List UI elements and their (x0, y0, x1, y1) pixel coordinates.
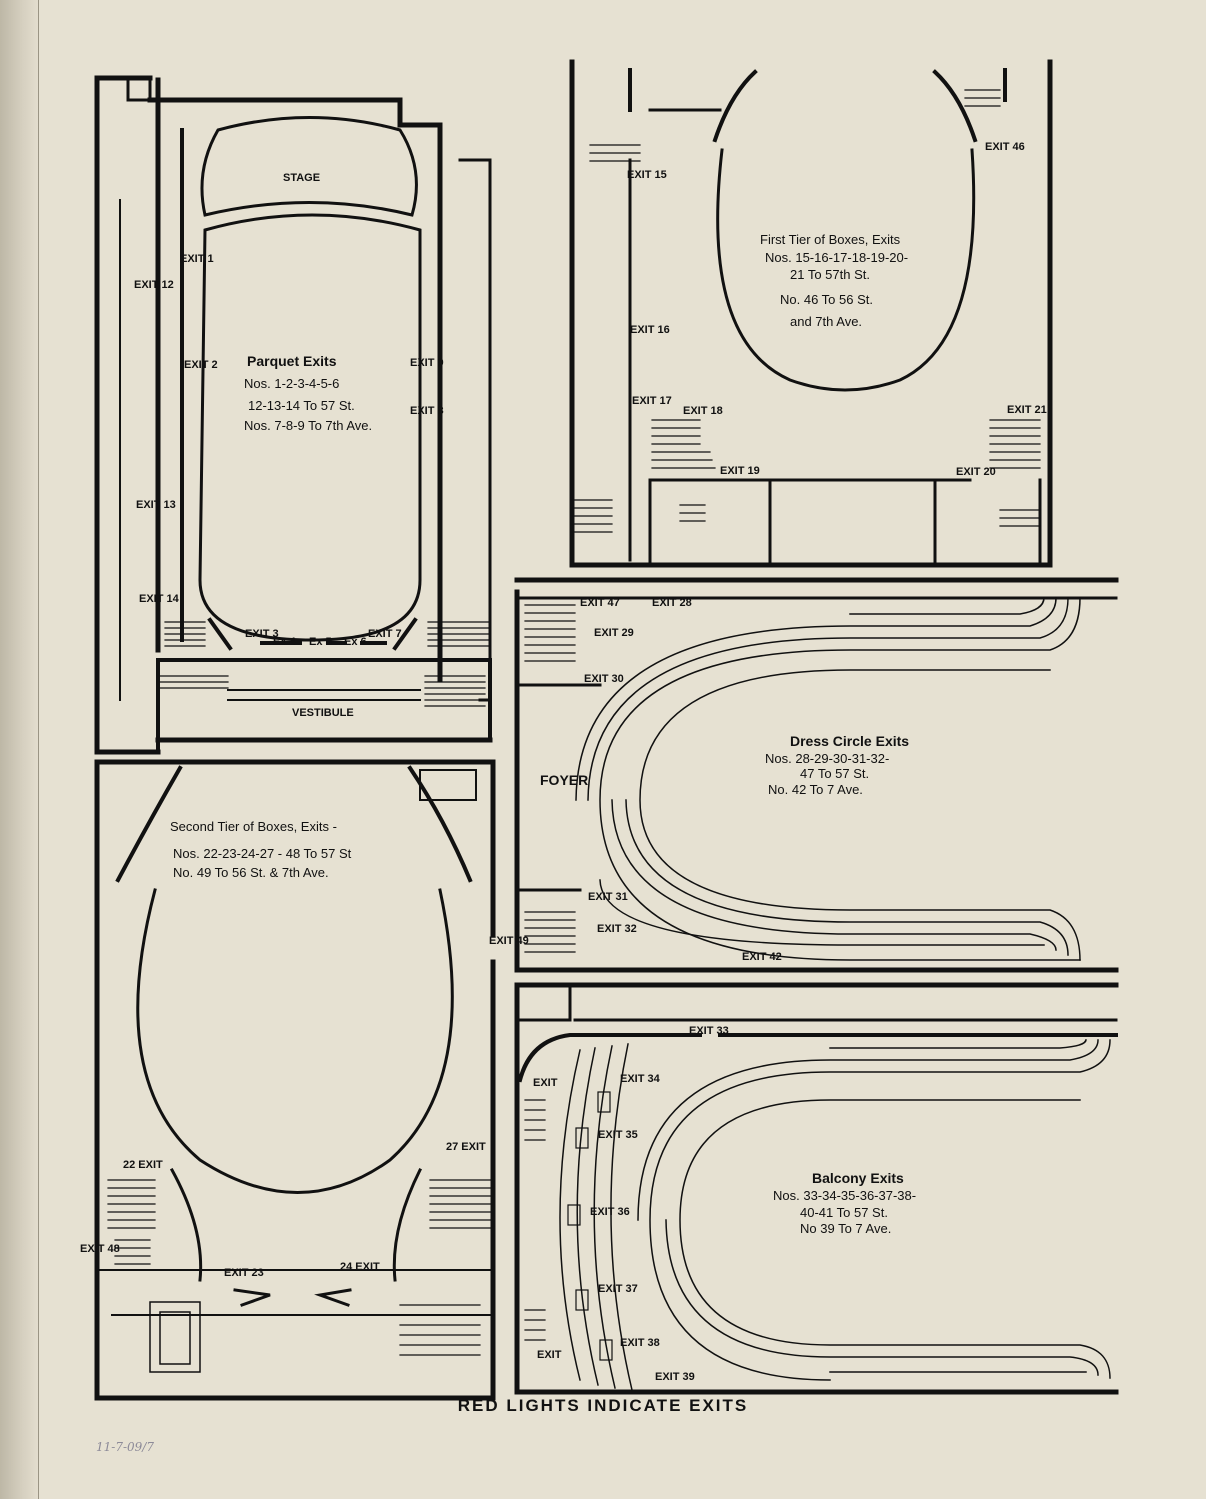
first-tier-line4: and 7th Ave. (790, 314, 862, 329)
exit-36-label: EXIT 36 (590, 1206, 630, 1218)
dress-circle-line1: Nos. 28-29-30-31-32- (765, 751, 889, 766)
exit-29-label: EXIT 29 (594, 627, 634, 639)
exit-1-label: EXIT 1 (180, 253, 214, 265)
second-tier-line1: Nos. 22-23-24-27 - 48 To 57 St (173, 846, 352, 861)
exit-28-label: EXIT 28 (652, 597, 692, 609)
parquet-plan (94, 75, 493, 755)
balcony-line1: Nos. 33-34-35-36-37-38- (773, 1188, 916, 1203)
exit-18-label: EXIT 18 (683, 405, 723, 417)
exit-27-label: 27 EXIT (446, 1141, 486, 1153)
exit-4-label: Ex 4 (273, 636, 297, 648)
exit-3-label: EXIT 3 (245, 628, 279, 640)
stage-label: STAGE (283, 172, 320, 184)
first-tier-line3: No. 46 To 56 St. (780, 292, 873, 307)
dress-circle-line3: No. 42 To 7 Ave. (768, 782, 863, 797)
parquet-line3: Nos. 7-8-9 To 7th Ave. (244, 418, 372, 433)
pencil-annotation: 11-7-09/7 (96, 1440, 154, 1454)
exit-unnumbered-upper: EXIT (533, 1077, 558, 1089)
parquet-line2: 12-13-14 To 57 St. (248, 398, 355, 413)
exit-37-label: EXIT 37 (598, 1283, 638, 1295)
exit-33-label: EXIT 33 (689, 1025, 729, 1037)
exit-38-label: EXIT 38 (620, 1337, 660, 1349)
exit-48-label: EXIT 48 (80, 1243, 120, 1255)
exit-19-label: EXIT 19 (720, 465, 760, 477)
exit-7-label: EXIT 7 (368, 628, 402, 640)
exit-2-label: EXIT 2 (184, 359, 218, 371)
first-tier-line2: 21 To 57th St. (790, 267, 870, 282)
first-tier-plan (569, 59, 1053, 568)
dress-circle-title: Dress Circle Exits (790, 733, 909, 749)
first-tier-line1: Nos. 15-16-17-18-19-20- (765, 250, 908, 265)
parquet-line1: Nos. 1-2-3-4-5-6 (244, 376, 339, 391)
exit-21-label: EXIT 21 (1007, 404, 1047, 416)
exit-49-label: EXIT 49 (489, 935, 529, 947)
exit-32-label: EXIT 32 (597, 923, 637, 935)
exit-13-label: EXIT 13 (136, 499, 176, 511)
parquet-title: Parquet Exits (247, 353, 337, 369)
exit-8-label: EXIT 8 (410, 405, 444, 417)
exit-9-label: EXIT 9 (410, 357, 444, 369)
exit-22-label: 22 EXIT (123, 1159, 163, 1171)
exit-46-label: EXIT 46 (985, 141, 1025, 153)
footer-caption: RED LIGHTS INDICATE EXITS (457, 1396, 749, 1415)
first-tier-title: First Tier of Boxes, Exits (760, 232, 901, 247)
exit-47-label: EXIT 47 (580, 597, 620, 609)
binding-spine (0, 0, 39, 1499)
exit-14-label: EXIT 14 (139, 593, 180, 605)
exit-16-label: EXIT 16 (630, 324, 670, 336)
vestibule-label: VESTIBULE (292, 707, 354, 719)
exit-12-label: EXIT 12 (134, 279, 174, 291)
second-tier-title: Second Tier of Boxes, Exits - (170, 819, 337, 834)
exit-42-label: EXIT 42 (742, 951, 782, 963)
exit-6-label: Ex 6 (344, 636, 367, 648)
foyer-label: FOYER (540, 772, 588, 788)
second-tier-plan (94, 759, 496, 1401)
exit-35-label: EXIT 35 (598, 1129, 638, 1141)
exit-15-label: EXIT 15 (627, 169, 667, 181)
exit-30-label: EXIT 30 (584, 673, 624, 685)
exit-34-label: EXIT 34 (620, 1073, 661, 1085)
exit-20-label: EXIT 20 (956, 466, 996, 478)
balcony-line3: No 39 To 7 Ave. (800, 1221, 891, 1236)
second-tier-line2: No. 49 To 56 St. & 7th Ave. (173, 865, 329, 880)
exit-24-label: 24 EXIT (340, 1261, 380, 1273)
dress-circle-plan (514, 577, 1119, 973)
dress-circle-line2: 47 To 57 St. (800, 766, 869, 781)
balcony-plan (514, 982, 1119, 1395)
balcony-title: Balcony Exits (812, 1170, 904, 1186)
exit-unnumbered-lower: EXIT (537, 1349, 562, 1361)
balcony-line2: 40-41 To 57 St. (800, 1205, 888, 1220)
exit-23-label: EXIT 23 (224, 1267, 264, 1279)
exit-31-label: EXIT 31 (588, 891, 628, 903)
exit-17-label: EXIT 17 (632, 395, 672, 407)
exit-5-label: Ex 5 (309, 636, 332, 648)
exit-39-label: EXIT 39 (655, 1371, 695, 1383)
